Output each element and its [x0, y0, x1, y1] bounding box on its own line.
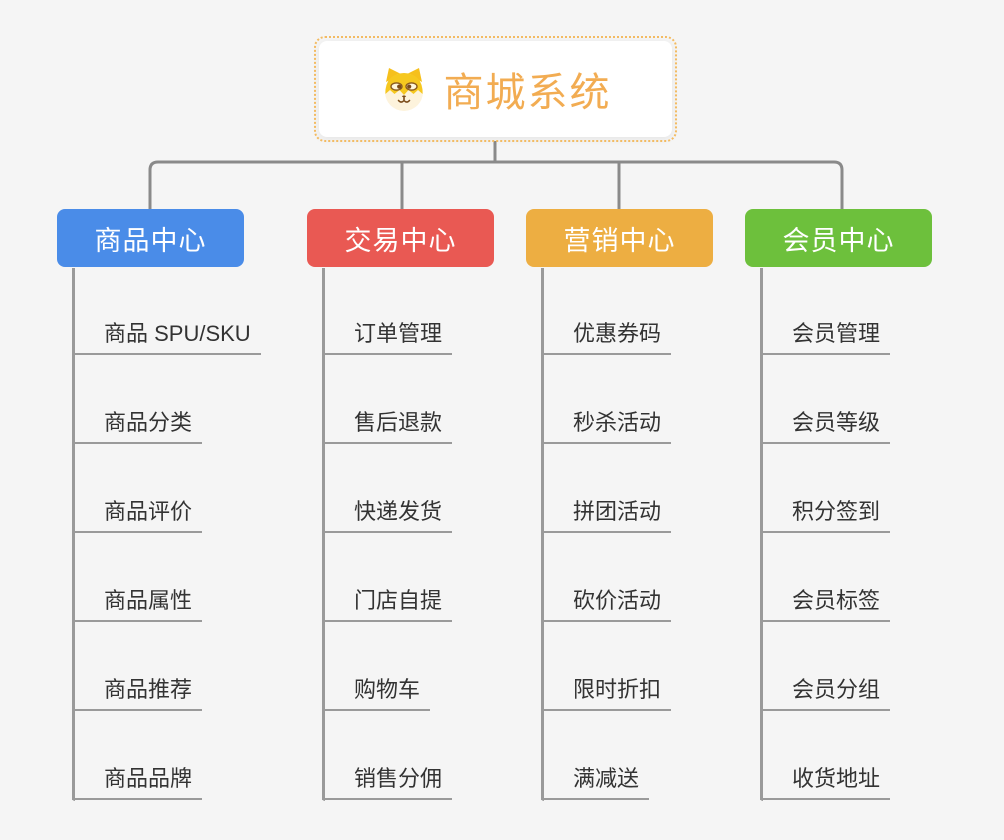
- branch-header-trade-center[interactable]: 交易中心: [307, 209, 494, 267]
- leaf-node[interactable]: 商品评价: [72, 499, 203, 533]
- leaf-node[interactable]: 会员分组: [760, 677, 891, 711]
- leaf-node[interactable]: 拼团活动: [541, 499, 672, 533]
- leaf-node[interactable]: 门店自提: [322, 588, 453, 622]
- branch-header-marketing-center[interactable]: 营销中心: [526, 209, 713, 267]
- leaf-node[interactable]: 收货地址: [760, 766, 891, 800]
- root-node[interactable]: 商城系统: [314, 36, 677, 142]
- trunk-line: [760, 268, 763, 801]
- leaf-node[interactable]: 订单管理: [322, 321, 453, 355]
- leaf-node[interactable]: 商品属性: [72, 588, 203, 622]
- leaf-node[interactable]: 限时折扣: [541, 677, 672, 711]
- branch-header-member-center[interactable]: 会员中心: [745, 209, 932, 267]
- leaf-node[interactable]: 积分签到: [760, 499, 891, 533]
- trunk-line: [322, 268, 325, 801]
- leaf-node[interactable]: 秒杀活动: [541, 410, 672, 444]
- trunk-line: [72, 268, 75, 801]
- shiba-dog-icon: [384, 68, 423, 111]
- leaf-node[interactable]: 砍价活动: [541, 588, 672, 622]
- root-title: 商城系统: [443, 71, 612, 115]
- leaf-node[interactable]: 商品 SPU/SKU: [72, 321, 261, 355]
- leaf-node[interactable]: 快递发货: [322, 499, 453, 533]
- branch-column-trade-center: 订单管理 售后退款 快递发货 门店自提 购物车 销售分佣: [322, 268, 562, 803]
- leaf-node[interactable]: 商品分类: [72, 410, 203, 444]
- leaf-node[interactable]: 售后退款: [322, 410, 453, 444]
- branch-column-marketing-center: 优惠券码 秒杀活动 拼团活动 砍价活动 限时折扣 满减送: [541, 268, 781, 803]
- leaf-node[interactable]: 会员管理: [760, 321, 891, 355]
- leaf-node[interactable]: 商品推荐: [72, 677, 203, 711]
- branch-column-member-center: 会员管理 会员等级 积分签到 会员标签 会员分组 收货地址: [760, 268, 1000, 803]
- branch-header-product-center[interactable]: 商品中心: [57, 209, 244, 267]
- leaf-node[interactable]: 满减送: [541, 766, 650, 800]
- branch-column-product-center: 商品 SPU/SKU 商品分类 商品评价 商品属性 商品推荐 商品品牌: [72, 268, 312, 803]
- leaf-node[interactable]: 会员等级: [760, 410, 891, 444]
- leaf-node[interactable]: 商品品牌: [72, 766, 203, 800]
- leaf-node[interactable]: 销售分佣: [322, 766, 453, 800]
- leaf-node[interactable]: 购物车: [322, 677, 431, 711]
- trunk-line: [541, 268, 544, 801]
- leaf-node[interactable]: 优惠券码: [541, 321, 672, 355]
- leaf-node[interactable]: 会员标签: [760, 588, 891, 622]
